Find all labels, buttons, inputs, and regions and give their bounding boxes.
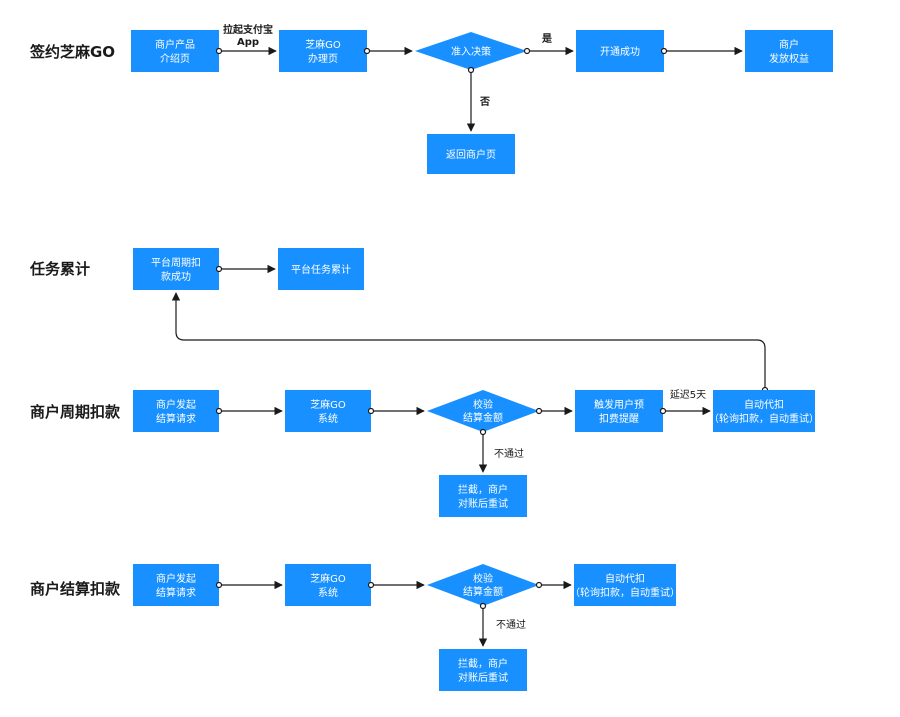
node-label: 校验	[473, 572, 493, 585]
edge-start-dot	[523, 47, 531, 55]
node-label: 扣费提醒	[599, 412, 639, 425]
node-open-success: 开通成功	[576, 30, 664, 72]
edge-start-dot	[535, 407, 543, 415]
edge-label-fail: 不通过	[494, 447, 524, 460]
node-label: 系统	[318, 412, 338, 425]
node-label: 对账后重试	[458, 671, 508, 684]
node-label: 款成功	[161, 270, 191, 283]
edge-start-dot	[215, 47, 223, 55]
edge-label-yes: 是	[541, 33, 552, 45]
node-return-merchant: 返回商户页	[427, 134, 515, 174]
edge-start-dot	[659, 407, 667, 415]
edge-start-dot	[367, 581, 375, 589]
edge-label-delay: 延迟5天	[670, 388, 706, 401]
node-label: 系统	[318, 586, 338, 599]
edge-start-dot	[535, 581, 543, 589]
node-label: 办理页	[308, 52, 338, 65]
edge-label-pull-alipay: 拉起支付宝	[223, 23, 273, 36]
node-grant-rights: 商户 发放权益	[745, 30, 833, 72]
node-label: 对账后重试	[458, 497, 508, 510]
node-merchant-settle-request: 商户发起 结算请求	[133, 390, 219, 432]
node-zhima-system-2: 芝麻GO 系统	[285, 564, 371, 606]
section-title-task: 任务累计	[29, 260, 90, 278]
edge-start-dot	[215, 407, 223, 415]
node-label: 芝麻GO	[310, 398, 346, 411]
section-title-periodic: 商户周期扣款	[30, 403, 121, 421]
edge-start-dot	[367, 407, 375, 415]
node-label: 自动代扣	[744, 398, 784, 411]
edge-label-pull-alipay-app: App	[237, 37, 259, 48]
node-label: 校验	[473, 398, 493, 411]
node-platform-deduct-success: 平台周期扣 款成功	[133, 248, 219, 290]
node-label: 自动代扣	[605, 572, 645, 585]
node-pre-deduct-reminder: 触发用户预 扣费提醒	[575, 390, 663, 432]
node-label: 平台任务累计	[291, 263, 351, 276]
edge-start-dot	[363, 47, 371, 55]
node-label: 拦截，商户	[458, 483, 508, 496]
node-label: 发放权益	[769, 52, 809, 65]
node-label: 返回商户页	[446, 148, 496, 161]
node-label: 结算金额	[463, 585, 503, 598]
node-label: 商户发起	[156, 572, 196, 585]
node-verify-amount: 校验 结算金额	[427, 390, 539, 432]
node-block-retry-2: 拦截，商户 对账后重试	[439, 649, 527, 691]
node-merchant-settle-request-2: 商户发起 结算请求	[133, 564, 219, 606]
node-label: 开通成功	[600, 46, 640, 58]
edge-start-dot	[467, 66, 475, 74]
node-label: （轮询扣款，自动重试）	[709, 412, 819, 425]
node-label: 触发用户预	[594, 398, 644, 411]
node-label: 商户发起	[156, 398, 196, 411]
node-auto-deduct: 自动代扣 （轮询扣款，自动重试）	[709, 390, 819, 432]
node-zhima-system: 芝麻GO 系统	[285, 390, 371, 432]
node-zhima-apply-page: 芝麻GO 办理页	[279, 30, 367, 72]
edge-auto-deduct-to-platform	[171, 292, 766, 390]
node-intro-page: 商户产品 介绍页	[131, 30, 219, 72]
section-title-settlement: 商户结算扣款	[30, 580, 121, 598]
node-label: 结算请求	[156, 412, 196, 425]
node-platform-task-accum: 平台任务累计	[278, 248, 364, 290]
node-label: （轮询扣款，自动重试）	[570, 586, 680, 599]
edge-start-dot	[215, 581, 223, 589]
edge-start-dot	[479, 428, 487, 436]
node-access-decision: 准入决策	[415, 32, 527, 70]
node-label: 商户	[779, 38, 799, 51]
node-label: 结算请求	[156, 586, 196, 599]
node-auto-deduct-2: 自动代扣 （轮询扣款，自动重试）	[570, 564, 680, 606]
edge-start-dot	[479, 602, 487, 610]
node-label: 拦截，商户	[458, 657, 508, 670]
node-label: 介绍页	[160, 52, 190, 65]
node-verify-amount-2: 校验 结算金额	[427, 564, 539, 606]
node-block-retry: 拦截，商户 对账后重试	[439, 475, 527, 517]
node-label: 平台周期扣	[151, 256, 201, 269]
node-label: 芝麻GO	[310, 572, 346, 585]
node-label: 芝麻GO	[305, 38, 341, 51]
edge-start-dot	[215, 265, 223, 273]
edge-start-dot	[660, 47, 668, 55]
node-label: 准入决策	[451, 45, 491, 58]
section-title-signup: 签约芝麻GO	[29, 43, 115, 61]
node-label: 商户产品	[155, 38, 195, 51]
edge-label-no: 否	[479, 96, 490, 108]
node-label: 结算金额	[463, 411, 503, 424]
edge-label-fail-2: 不通过	[496, 618, 526, 631]
